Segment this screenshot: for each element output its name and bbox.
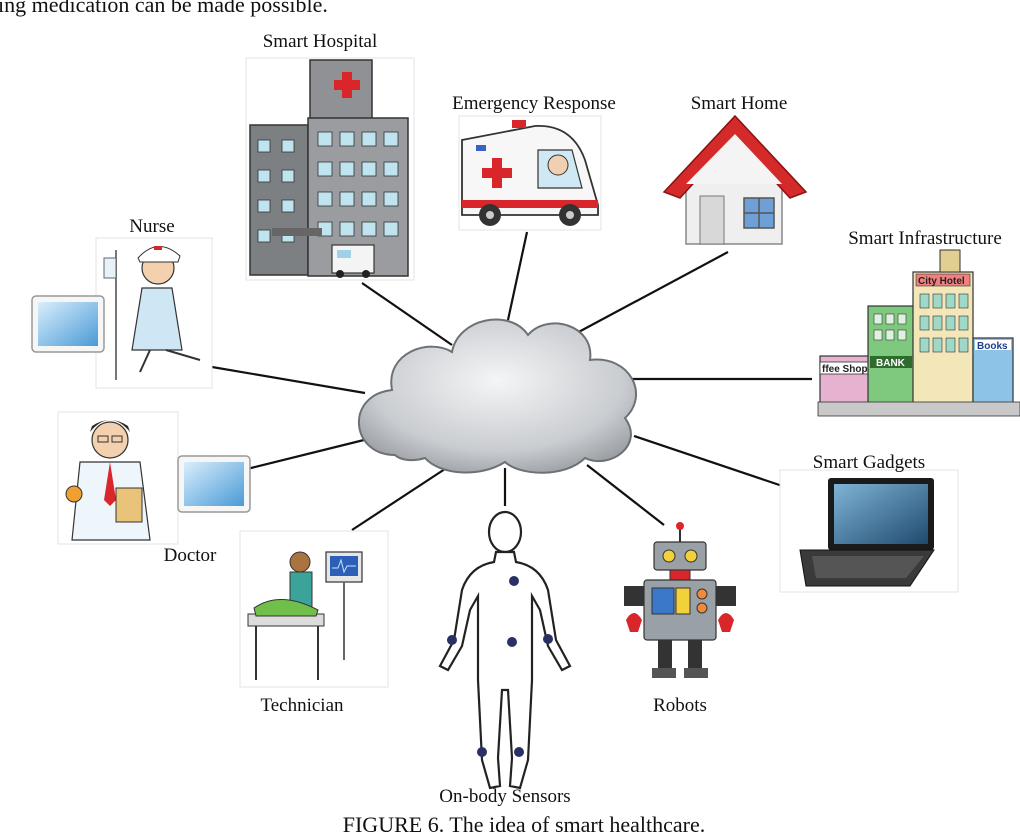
books-sign: Books bbox=[977, 341, 1008, 352]
city-icon: ffee Shop BANK City Hotel Books bbox=[817, 249, 1020, 417]
nurse-node: Nurse bbox=[31, 216, 213, 389]
emergency-response-label: Emergency Response bbox=[452, 93, 616, 114]
sensor-dots bbox=[447, 576, 553, 757]
tablet-icon bbox=[31, 295, 105, 353]
robots-label: Robots bbox=[653, 695, 707, 716]
robots-node: Robots bbox=[624, 522, 736, 716]
bank-sign: BANK bbox=[876, 358, 906, 369]
emergency-response-node: Emergency Response bbox=[452, 93, 616, 231]
cloud-icon bbox=[357, 318, 637, 474]
doctor-node: Doctor bbox=[57, 411, 251, 566]
connector-robots bbox=[586, 464, 665, 526]
technician-label: Technician bbox=[260, 695, 344, 716]
smart-gadgets-node: Smart Gadgets bbox=[779, 452, 959, 593]
technician-node: Technician bbox=[239, 530, 389, 716]
connector-home bbox=[559, 251, 729, 343]
hospital-icon bbox=[249, 59, 409, 278]
nurse-icon bbox=[103, 246, 201, 380]
connector-hospital bbox=[361, 282, 453, 346]
body-sensors-icon bbox=[438, 510, 572, 790]
smart-infrastructure-label: Smart Infrastructure bbox=[848, 228, 1002, 249]
figure-caption: FIGURE 6. The idea of smart healthcare. bbox=[343, 812, 705, 834]
on-body-sensors-label: On-body Sensors bbox=[439, 786, 570, 807]
smart-infrastructure-node: ffee Shop BANK City Hotel Books Smart In… bbox=[817, 228, 1020, 417]
intro-text-fragment: ing medication can be made possible. bbox=[0, 0, 328, 17]
connector-emergency bbox=[506, 231, 529, 321]
smart-hospital-label: Smart Hospital bbox=[263, 31, 378, 52]
doctor-label: Doctor bbox=[164, 545, 217, 566]
coffee-shop-sign: ffee Shop bbox=[822, 364, 868, 375]
smart-gadgets-label: Smart Gadgets bbox=[813, 452, 925, 473]
connector-technician bbox=[351, 466, 449, 531]
on-body-sensors-node: On-body Sensors bbox=[438, 510, 572, 807]
ambulance-icon bbox=[461, 120, 599, 226]
connector-nurse bbox=[211, 365, 366, 395]
doctor-icon bbox=[65, 420, 151, 541]
technician-icon bbox=[247, 551, 363, 680]
smart-home-node: Smart Home bbox=[662, 93, 808, 245]
robot-icon bbox=[624, 522, 736, 678]
laptop-icon bbox=[799, 478, 935, 587]
smart-hospital-node: Smart Hospital bbox=[245, 31, 415, 281]
smart-home-label: Smart Home bbox=[691, 93, 788, 114]
tablet-icon-doctor bbox=[177, 455, 251, 513]
nurse-label: Nurse bbox=[129, 216, 174, 237]
house-icon bbox=[662, 114, 808, 245]
connector-doctor bbox=[246, 436, 373, 471]
city-hotel-sign: City Hotel bbox=[918, 276, 965, 287]
